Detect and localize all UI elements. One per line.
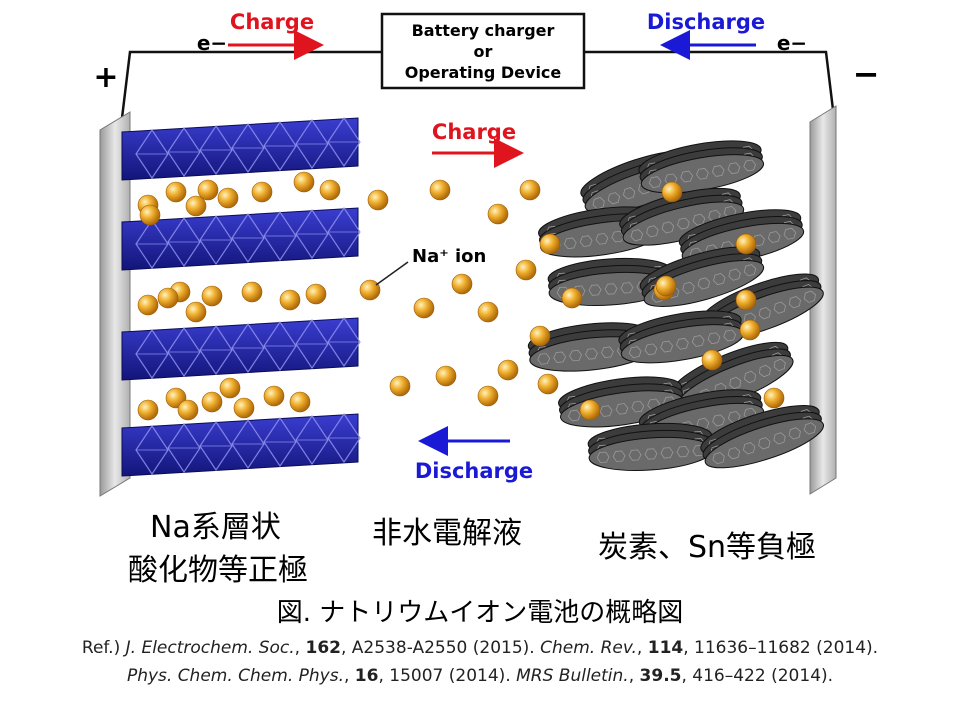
sodium-ion (217, 187, 239, 209)
sodium-ion (497, 359, 519, 381)
terminal-minus: − (853, 55, 880, 93)
sodium-ion (165, 181, 187, 203)
oxide-slab (121, 206, 361, 271)
carbon-sheet (618, 310, 745, 364)
cathode-label-line1: Na系層状 (150, 510, 281, 545)
carbon-sheet (587, 422, 714, 472)
ref1-year: (2015) (472, 638, 530, 658)
sodium-ion (561, 287, 583, 309)
sodium-ion (735, 289, 757, 311)
sodium-ion (763, 387, 785, 409)
anode-current-collector (809, 105, 837, 495)
sodium-ion (435, 365, 457, 387)
sodium-ion (389, 375, 411, 397)
sodium-ion (359, 279, 381, 301)
carbon-sheet (639, 246, 765, 307)
ion-callout-line (375, 261, 409, 286)
ref1-journal: J. Electrochem. Soc. (125, 638, 295, 658)
ref4-journal: MRS Bulletin. (516, 666, 629, 686)
sodium-ion (201, 391, 223, 413)
oxide-slab (121, 116, 361, 181)
sodium-ion (519, 179, 541, 201)
sodium-ion (477, 385, 499, 407)
sodium-ion (157, 287, 179, 309)
sodium-ion (487, 203, 509, 225)
reference-line-1: Ref.) J. Electrochem. Soc., 162, A2538-A… (81, 638, 879, 658)
reference-line-2: Phys. Chem. Chem. Phys., 16, 15007 (2014… (126, 666, 834, 686)
ref4-pages: 416–422 (692, 666, 766, 686)
sodium-ion (319, 179, 341, 201)
sodium-ion (233, 397, 255, 419)
sodium-ion (451, 273, 473, 295)
sodium-ion (515, 259, 537, 281)
sodium-ion (251, 181, 273, 203)
sodium-ion (289, 391, 311, 413)
sodium-ion (185, 301, 207, 323)
electron-left-label: e− (197, 31, 227, 55)
sodium-ion (197, 179, 219, 201)
ref1-volume: 162 (305, 638, 341, 658)
ref3-year: (2014) (448, 666, 506, 686)
circuit-charge-label: Charge (230, 10, 314, 34)
cathode-layered-oxide (121, 116, 361, 477)
sodium-ion (139, 204, 161, 226)
anode-carbon-stacks (527, 140, 824, 472)
oxide-slab (121, 412, 361, 477)
device-line2: or (474, 42, 493, 61)
terminal-plus: + (93, 60, 118, 95)
ref2-pages: 11636–11682 (694, 638, 811, 658)
sodium-ion (739, 319, 761, 341)
figure-title: 図. ナトリウムイオン電池の概略図 (276, 598, 684, 628)
device-box (380, 12, 586, 90)
anode-label: 炭素、Sn等負極 (598, 530, 817, 565)
sodium-ions (137, 171, 785, 421)
electrolyte-label: 非水電解液 (372, 516, 522, 551)
ref1-pages: A2538-A2550 (351, 638, 468, 658)
ref2-volume: 114 (647, 638, 684, 658)
ref3-pages: 15007 (389, 666, 444, 686)
oxide-slab (121, 316, 361, 381)
device-line3: Operating Device (405, 63, 562, 82)
sodium-ion (529, 325, 551, 347)
sodium-ion (305, 283, 327, 305)
electron-right-label: e− (777, 31, 807, 55)
sodium-ion (293, 171, 315, 193)
sodium-ion (241, 281, 263, 303)
sodium-ion (537, 373, 559, 395)
ref4-year: (2014) (771, 666, 828, 686)
device-line1: Battery charger (412, 21, 555, 40)
battery-diagram: Battery charger or Operating Device Char… (93, 10, 880, 497)
sodium-ion (735, 233, 757, 255)
sodium-ion (701, 349, 723, 371)
sodium-ion (579, 399, 601, 421)
ref3-journal: Phys. Chem. Chem. Phys. (126, 666, 344, 686)
sodium-ion (429, 179, 451, 201)
ref3-volume: 16 (354, 666, 379, 686)
sodium-ion (177, 399, 199, 421)
sodium-ion (477, 301, 499, 323)
ref2-year: (2014) (816, 638, 873, 658)
sodium-ion (539, 233, 561, 255)
sodium-ion (367, 189, 389, 211)
sodium-ion (137, 399, 159, 421)
sodium-ion (655, 275, 677, 297)
sodium-ion (185, 195, 207, 217)
sodium-ion (201, 285, 223, 307)
sodium-ion (137, 294, 159, 316)
sodium-ion (279, 289, 301, 311)
cell-charge-label: Charge (432, 120, 516, 144)
sodium-ion (661, 181, 683, 203)
cathode-current-collector (99, 111, 131, 497)
carbon-sheet (619, 187, 745, 246)
sodium-ion (263, 385, 285, 407)
ion-label: Na⁺ ion (412, 246, 486, 267)
cathode-label-line2: 酸化物等正極 (128, 553, 308, 588)
ref-prefix: Ref.) (81, 638, 121, 658)
ref2-journal: Chem. Rev. (540, 638, 637, 658)
sodium-ion (413, 297, 435, 319)
sodium-ion (219, 377, 241, 399)
cell-discharge-label: Discharge (415, 459, 533, 483)
ref4-volume: 39.5 (639, 666, 682, 686)
circuit-discharge-label: Discharge (647, 10, 765, 34)
